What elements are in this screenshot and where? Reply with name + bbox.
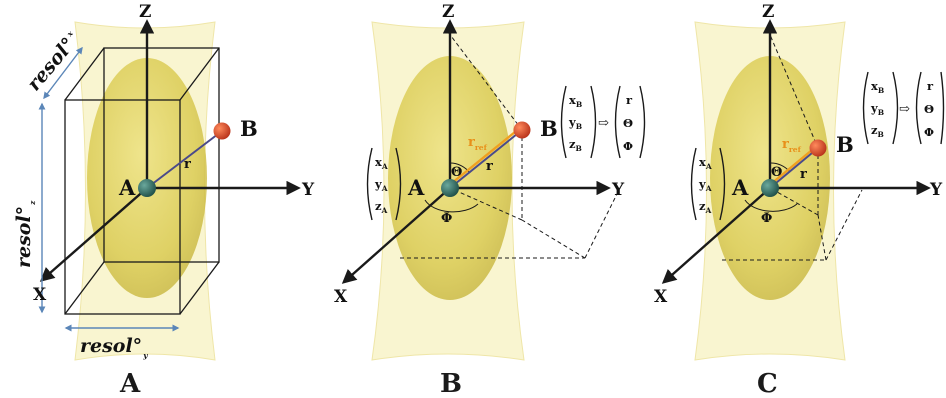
reference-label: rref [468, 135, 488, 152]
coord-vector-a: xA yA zA [366, 147, 402, 221]
coord-vector-a: xA yA zA [690, 147, 726, 221]
coord-a-x: xA [699, 155, 712, 171]
z-axis-label: Z [442, 2, 454, 22]
conversion-arrow: ⇨ [598, 116, 609, 131]
point-b [213, 122, 231, 140]
x-axis-label: X [654, 287, 668, 307]
spherical-theta: Θ [623, 116, 633, 130]
point-b-label: B [240, 116, 258, 141]
point-a-label: A [407, 175, 425, 200]
distance-line [769, 147, 819, 189]
distance-line [146, 130, 223, 189]
point-a [761, 179, 779, 197]
point-b [809, 139, 827, 157]
reference-line [451, 131, 516, 184]
coord-b-x: xB [569, 93, 582, 109]
conversion-arrow: ⇨ [899, 102, 910, 117]
phi-arc [424, 199, 479, 213]
coord-a-y: yA [374, 177, 388, 193]
coord-b-x: xB [871, 79, 884, 95]
coord-a-z: zA [699, 199, 712, 215]
y-axis-label: Y [929, 180, 943, 200]
point-b-label: B [540, 116, 558, 141]
spherical-r: r [927, 79, 934, 93]
resolution-z-label: resol°z [13, 200, 37, 268]
point-a [138, 179, 156, 197]
reference-line [770, 149, 813, 185]
distance-label: r [486, 159, 493, 174]
coord-a-x: xA [375, 155, 388, 171]
coord-vector-b: xB yB zB [560, 85, 597, 159]
resolution-box [64, 47, 220, 315]
x-axis [39, 187, 148, 282]
coord-b-z: zB [569, 137, 582, 153]
projection-lines [400, 31, 621, 259]
resolution-arrow-x [43, 46, 83, 100]
x-axis [341, 187, 451, 284]
panel-b: Z Y X A B r rref Θ Φ xA yA zA xB yB zB ⇨ [334, 2, 646, 398]
panel-a-label: A [119, 369, 141, 398]
y-axis-label: Y [611, 180, 625, 200]
coord-b-y: yB [568, 115, 582, 131]
point-a [441, 179, 459, 197]
panel-b-label: B [440, 369, 462, 398]
spherical-r: r [626, 93, 633, 107]
z-axis-label: Z [139, 2, 151, 22]
phi-arc [744, 199, 798, 212]
coord-a-z: zA [375, 199, 388, 215]
projection-lines [722, 29, 863, 261]
theta-label: Θ [451, 165, 462, 180]
theta-label: Θ [771, 165, 782, 180]
y-axis-label: Y [301, 180, 315, 200]
panel-c: Z Y X A B r rref Θ Φ xA yA zA xB yB zB ⇨ [654, 2, 945, 398]
resolution-y-label: resol°y [80, 335, 148, 360]
z-axis-label: Z [762, 2, 774, 22]
point-b-label: B [836, 132, 854, 157]
x-axis-label: X [334, 287, 348, 307]
reference-label: rref [782, 137, 802, 154]
panel-a: Z Y X A B r resol°x resol°z resol°y A [13, 2, 315, 398]
coord-b-y: yB [870, 101, 884, 117]
coord-a-y: yA [698, 177, 712, 193]
spherical-vector: r Θ Φ [614, 85, 646, 159]
phi-label: Φ [441, 211, 452, 226]
spherical-phi: Φ [623, 139, 633, 153]
panel-c-label: C [757, 369, 778, 398]
coord-vector-b: xB yB zB [862, 71, 899, 145]
point-a-label: A [118, 175, 136, 200]
phi-label: Φ [761, 211, 772, 226]
x-axis-label: X [33, 285, 47, 305]
distance-line [449, 129, 523, 189]
coord-b-z: zB [871, 123, 884, 139]
spherical-phi: Φ [924, 125, 934, 139]
point-a-label: A [731, 175, 749, 200]
point-b [513, 121, 531, 139]
spherical-vector: r Θ Φ [915, 71, 945, 145]
spherical-theta: Θ [924, 102, 934, 116]
x-axis [661, 187, 771, 284]
distance-label: r [800, 167, 807, 182]
distance-label: r [184, 157, 191, 172]
